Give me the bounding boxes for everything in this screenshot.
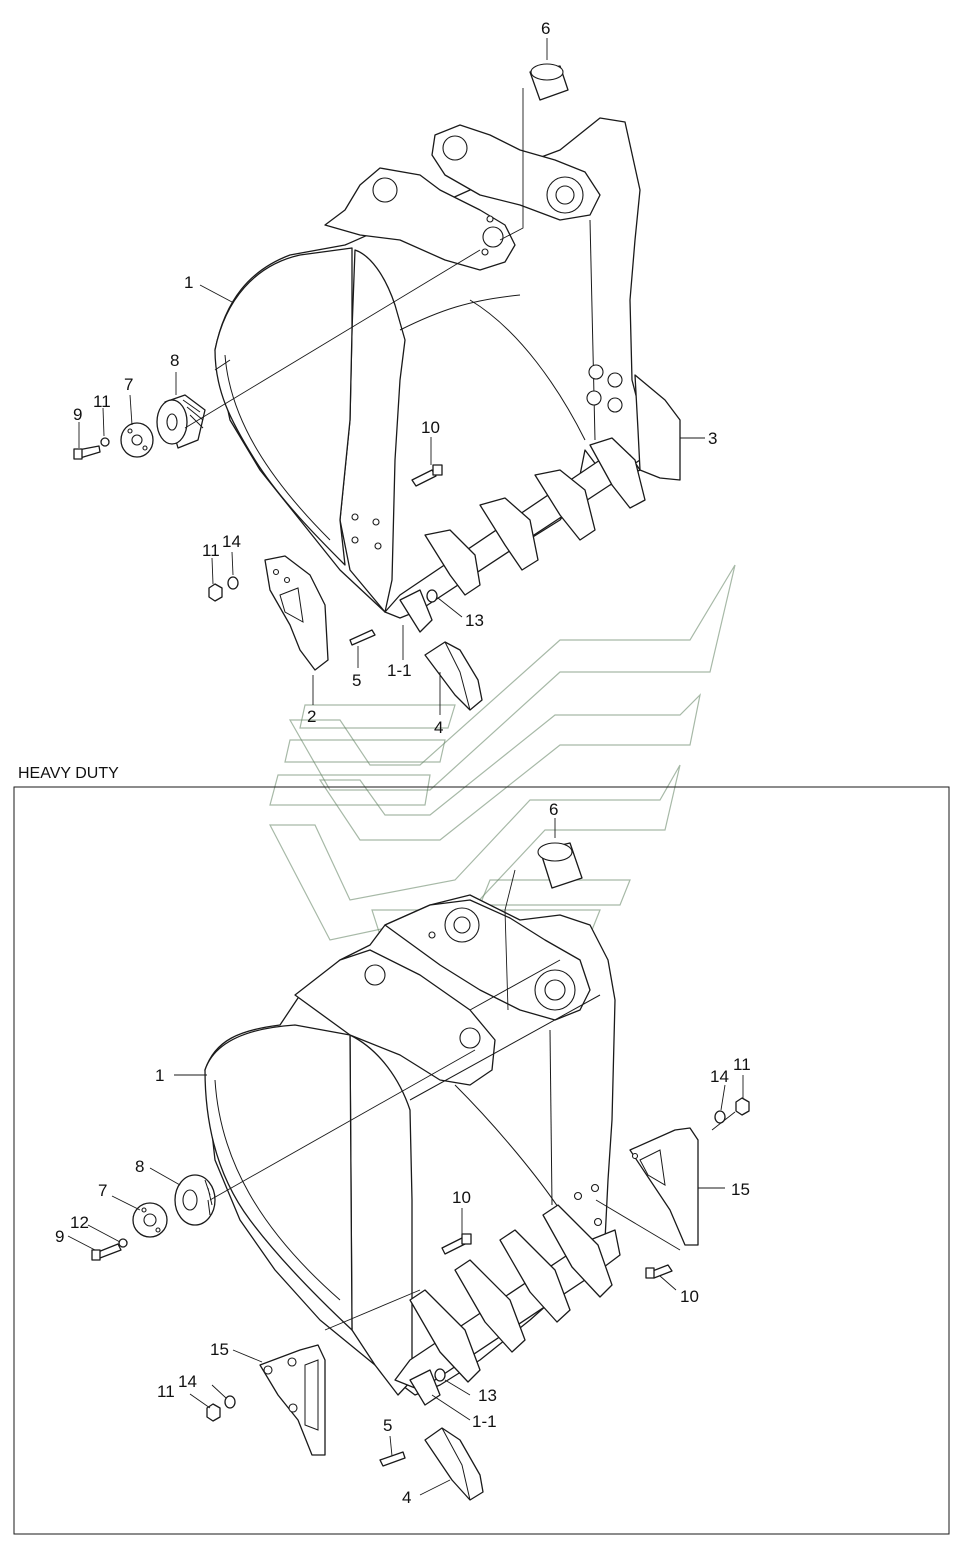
hd-side-shroud-part-15-right — [629, 1127, 699, 1246]
hd-callout-10-upper: 10 — [452, 1188, 471, 1207]
side-shroud-part-2 — [264, 555, 329, 671]
bottom-bucket-assembly — [67, 818, 750, 1501]
callout-12: 11 — [93, 392, 111, 411]
hd-teeth-row — [409, 1204, 613, 1406]
callout-8: 8 — [170, 351, 179, 370]
hd-washer-part-14-right — [714, 1110, 726, 1124]
hd-side-wall — [349, 1034, 413, 1396]
hd-boss-part-6 — [537, 842, 583, 889]
callout-10: 10 — [421, 418, 440, 437]
callout-1: 1 — [184, 273, 193, 292]
hd-side-shroud-part-15-left — [259, 1344, 326, 1456]
hd-callout-13: 13 — [478, 1386, 497, 1405]
bolt-part-10 — [411, 469, 437, 487]
hd-callout-7: 7 — [98, 1181, 107, 1200]
pin-part-5 — [349, 629, 376, 646]
section-title: HEAVY DUTY — [18, 765, 119, 782]
callout-5: 5 — [352, 671, 361, 690]
hd-nut-part-11-right — [735, 1097, 750, 1116]
pin-hub-part-8 — [156, 394, 206, 449]
hd-callout-10-right: 10 — [680, 1287, 699, 1306]
hd-callout-11-left: 11 — [157, 1382, 175, 1401]
bottom-callouts: 6 1 11 14 8 15 7 10 12 9 10 15 14 11 13 … — [55, 800, 751, 1507]
callout-13: 13 — [465, 611, 484, 630]
hd-callout-12: 12 — [70, 1213, 89, 1232]
hd-callout-1: 1 — [155, 1066, 164, 1085]
hd-washer-part-12 — [118, 1238, 128, 1248]
hd-washer-plate-part-7 — [132, 1202, 168, 1238]
callout-4: 4 — [434, 718, 443, 737]
hd-nut-part-11-left — [206, 1403, 221, 1422]
boss-part-6 — [529, 63, 569, 101]
callout-7: 7 — [124, 375, 133, 394]
hd-washer-part-14-left — [224, 1395, 236, 1409]
callout-9: 9 — [73, 405, 82, 424]
side-cutter — [634, 374, 681, 481]
top-callouts: 6 1 8 7 11 9 10 3 11 14 13 5 1-1 2 4 — [73, 19, 717, 737]
callout-2: 2 — [307, 707, 316, 726]
hd-pin-part-5 — [379, 1451, 406, 1467]
callout-6: 6 — [541, 19, 550, 38]
top-link-plate-rear — [324, 167, 516, 271]
washer-part-13 — [426, 589, 438, 603]
callout-1-1: 1-1 — [387, 661, 412, 680]
washer-part-12 — [100, 437, 110, 447]
hd-washer-part-13 — [434, 1368, 446, 1382]
callout-11: 11 — [202, 541, 220, 560]
hd-tooth-part-4 — [424, 1427, 484, 1501]
hd-curved-back — [204, 1024, 353, 1331]
washer-part-14 — [227, 576, 239, 590]
bucket-curved-back — [214, 247, 353, 566]
callout-3: 3 — [708, 429, 717, 448]
washer-plate-part-7 — [120, 422, 154, 458]
bucket-side-wall — [339, 249, 406, 613]
hd-callout-8: 8 — [135, 1157, 144, 1176]
hd-callout-1-1: 1-1 — [472, 1412, 497, 1431]
hd-callout-14-left: 14 — [178, 1372, 197, 1391]
callout-14: 14 — [222, 532, 241, 551]
hd-callout-15-left: 15 — [210, 1340, 229, 1359]
top-bucket-assembly — [73, 38, 705, 715]
hd-callout-6: 6 — [549, 800, 558, 819]
hd-callout-11-right: 11 — [733, 1055, 751, 1074]
teeth-row — [399, 437, 646, 633]
heavy-duty-frame — [13, 786, 950, 1535]
hd-callout-5: 5 — [383, 1416, 392, 1435]
hd-pin-hub-part-8 — [174, 1174, 216, 1226]
nut-part-11 — [208, 583, 223, 602]
hd-callout-9: 9 — [55, 1227, 64, 1246]
hd-link-plate-rear — [294, 949, 496, 1086]
tooth-part-4 — [424, 641, 483, 711]
hd-bolt-part-9 — [97, 1243, 122, 1259]
hd-callout-14-right: 14 — [710, 1067, 729, 1086]
watermark-logo — [269, 564, 736, 941]
hd-callout-4: 4 — [402, 1488, 411, 1507]
hd-callout-15-right: 15 — [731, 1180, 750, 1199]
